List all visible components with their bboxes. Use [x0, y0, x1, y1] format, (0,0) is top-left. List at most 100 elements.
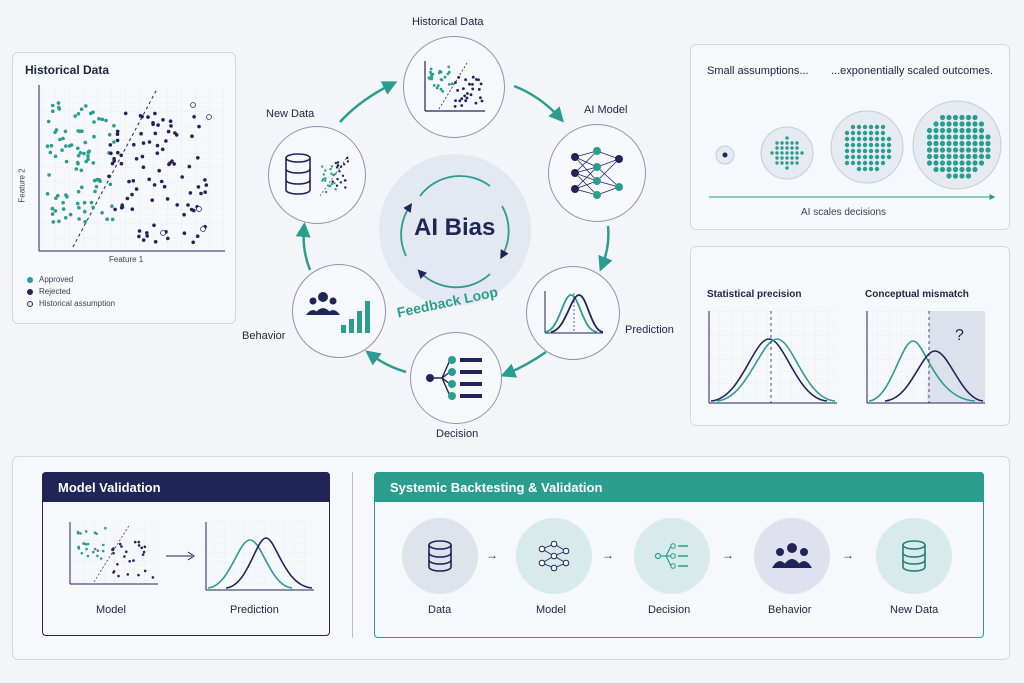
scatter-dot	[45, 192, 50, 196]
scaling-axis-label: AI scales decisions	[801, 207, 887, 218]
scatter-dot	[174, 133, 179, 137]
scatter-dot	[145, 234, 149, 238]
scatter-dot	[939, 114, 946, 121]
node-prediction	[526, 266, 620, 360]
scatter-dot	[926, 134, 933, 140]
scatter-dot	[965, 166, 972, 173]
legend-item-approved: Approved	[27, 275, 115, 284]
scatter-dot	[933, 153, 939, 160]
scatter-dot	[109, 151, 113, 156]
scatter-dot	[63, 216, 68, 220]
people-bars-icon	[306, 292, 370, 333]
scatter-dot	[985, 147, 991, 153]
scatter-dot	[428, 77, 432, 81]
scatter-dot	[60, 148, 64, 152]
scatter-dot	[343, 163, 346, 166]
scatter-dot	[75, 160, 80, 165]
arrow-right-icon: →	[486, 548, 498, 562]
scatter-dot	[939, 134, 946, 140]
scatter-dot	[322, 177, 325, 181]
node-label-historical-data: Historical Data	[412, 16, 484, 28]
scatter-dot	[939, 121, 946, 127]
scatter-dot	[125, 196, 130, 201]
scatter-dot	[933, 160, 939, 166]
scatter-dot	[946, 153, 952, 160]
scatter-dot	[100, 117, 105, 122]
scatter-dot	[119, 153, 123, 158]
scatter-dot	[850, 136, 856, 142]
scatter-dot	[479, 96, 482, 100]
scatter-dot	[110, 204, 114, 208]
scatter-dot	[430, 72, 434, 76]
scatter-dot	[108, 143, 113, 147]
scatter-dot	[874, 154, 880, 160]
node-decision	[410, 332, 502, 424]
scatter-dot	[67, 144, 72, 148]
scatter-dot	[978, 153, 985, 160]
scatter-dot	[126, 573, 130, 576]
scatter-dot	[959, 166, 965, 173]
scatter-dot	[330, 172, 333, 175]
historical-data-panel: Historical Data Feature 2 Feature 1 Appr…	[12, 52, 236, 324]
decision-tree-icon	[426, 356, 482, 400]
scatter-dot	[134, 187, 139, 191]
scatter-dot	[93, 547, 97, 551]
scatter-dot	[170, 159, 174, 163]
scatter-dot	[200, 226, 206, 232]
scatter-dot	[856, 154, 862, 160]
scatter-dot	[868, 148, 874, 154]
scatter-dot	[926, 160, 933, 166]
scatter-dot	[68, 212, 73, 217]
scatter-dot	[856, 130, 862, 136]
scatter-dot	[978, 127, 985, 134]
scatter-dot	[85, 547, 88, 551]
scatter-dot	[965, 127, 972, 134]
scatter-dot	[118, 542, 122, 546]
scatter-dot	[112, 547, 115, 550]
legend-item-rejected: Rejected	[27, 287, 115, 296]
center-title: AI Bias	[414, 214, 496, 241]
scatter-dot	[965, 153, 972, 160]
scatter-dot	[466, 92, 469, 95]
scatter-dot	[795, 161, 799, 165]
scatter-dot	[80, 551, 84, 555]
scatter-dot	[102, 543, 105, 547]
scatter-dot	[166, 236, 170, 241]
scatter-dot	[324, 169, 327, 172]
scatter-dot	[844, 160, 850, 166]
scatter-dot	[120, 545, 123, 548]
conceptual-mismatch-chart	[866, 311, 985, 404]
scatter-dot	[850, 148, 856, 154]
scatter-dot	[54, 196, 58, 200]
scatter-dot	[868, 154, 874, 160]
scatter-dot	[50, 212, 55, 216]
scatter-dot	[160, 230, 166, 236]
model-validation-header: Model Validation	[42, 472, 330, 502]
scatter-chart-icon	[424, 61, 485, 112]
panel-title: Historical Data	[25, 63, 110, 77]
scatter-dot	[123, 555, 126, 558]
scatter-dot	[972, 121, 978, 127]
scatter-dot	[83, 140, 88, 145]
scatter-dot	[139, 131, 143, 136]
scatter-dot	[447, 65, 451, 69]
scatter-dot	[436, 84, 440, 88]
scatter-dot	[151, 576, 155, 579]
scatter-dot	[142, 550, 146, 554]
scatter-dot	[462, 87, 465, 90]
scatter-dot	[86, 157, 90, 162]
scatter-dot	[104, 118, 108, 123]
people-icon	[772, 543, 812, 568]
scatter-dot	[57, 219, 61, 224]
scatter-dot	[112, 551, 115, 555]
scatter-dot	[204, 183, 209, 187]
scatter-dot	[164, 139, 168, 143]
database-icon	[428, 540, 452, 572]
scatter-dot	[82, 151, 86, 156]
scatter-dot	[84, 530, 88, 533]
scatter-dot	[926, 127, 933, 134]
scatter-dot	[795, 146, 799, 150]
scatter-dot	[73, 114, 77, 118]
scatter-dot	[338, 170, 341, 173]
scatter-dot	[850, 160, 856, 166]
